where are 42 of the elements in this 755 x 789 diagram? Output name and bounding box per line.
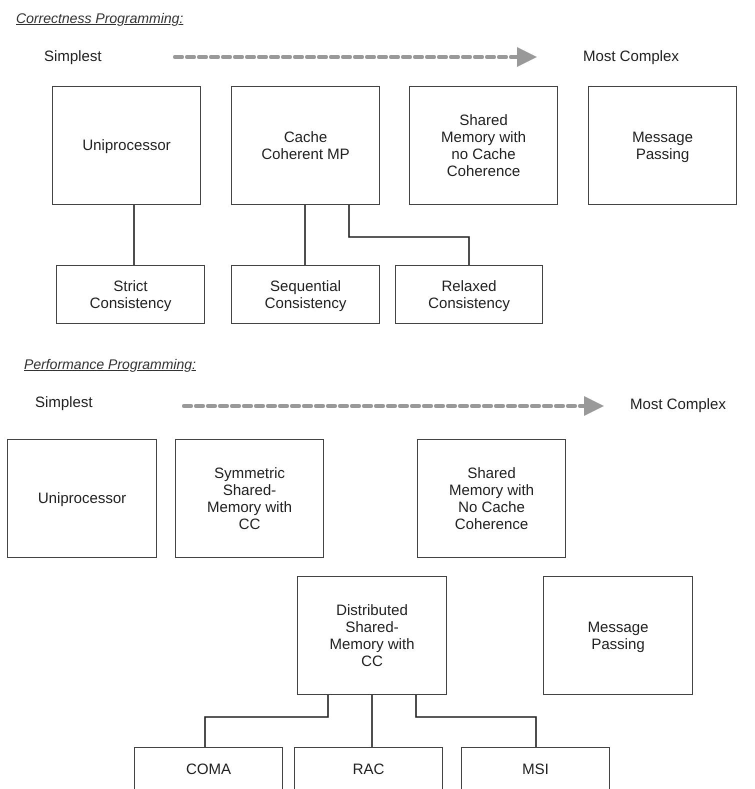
- box-label: Distributed Shared-Memory with CC: [328, 602, 416, 670]
- process-box: [395, 265, 543, 324]
- scale-label: Simplest: [35, 394, 93, 411]
- scale-label: Most Complex: [583, 48, 679, 65]
- process-box: [461, 747, 610, 789]
- section-heading: Performance Programming:: [24, 356, 196, 372]
- process-box: [417, 439, 566, 558]
- box-label: Relaxed Consistency: [427, 278, 511, 312]
- box-label: MSI: [522, 760, 549, 778]
- process-box: [409, 86, 558, 205]
- process-box: [56, 265, 205, 324]
- process-box: [543, 576, 693, 695]
- scale-label: Simplest: [44, 48, 102, 65]
- box-label: Shared Memory with no Cache Coherence: [440, 112, 527, 180]
- scale-label: Most Complex: [630, 396, 726, 413]
- process-box: [294, 747, 443, 789]
- connector-line: [133, 205, 135, 265]
- box-label: Strict Consistency: [88, 278, 172, 312]
- box-label: Message Passing: [631, 128, 694, 162]
- process-box: [7, 439, 157, 558]
- box-label: Uniprocessor: [38, 490, 126, 507]
- connector-line: [415, 695, 537, 747]
- box-label: Sequential Consistency: [264, 278, 348, 312]
- box-label: RAC: [352, 760, 384, 778]
- section-heading: Correctness Programming:: [16, 10, 184, 26]
- box-label: Message Passing: [586, 618, 650, 652]
- connector-line: [371, 695, 373, 747]
- process-box: [588, 86, 737, 205]
- process-box: [297, 576, 447, 695]
- process-box: [175, 439, 324, 558]
- connector-line: [348, 205, 470, 265]
- process-box: [52, 86, 201, 205]
- process-box: [231, 265, 380, 324]
- box-label: Symmetric Shared-Memory with CC: [206, 464, 293, 532]
- process-box: [134, 747, 283, 789]
- box-label: COMA: [186, 760, 231, 778]
- box-label: Cache Coherent MP: [260, 128, 351, 162]
- connector-line: [304, 205, 306, 265]
- connector-line: [204, 695, 329, 747]
- box-label: Uniprocessor: [82, 137, 171, 154]
- box-label: Shared Memory with No Cache Coherence: [448, 464, 535, 532]
- process-box: [231, 86, 380, 205]
